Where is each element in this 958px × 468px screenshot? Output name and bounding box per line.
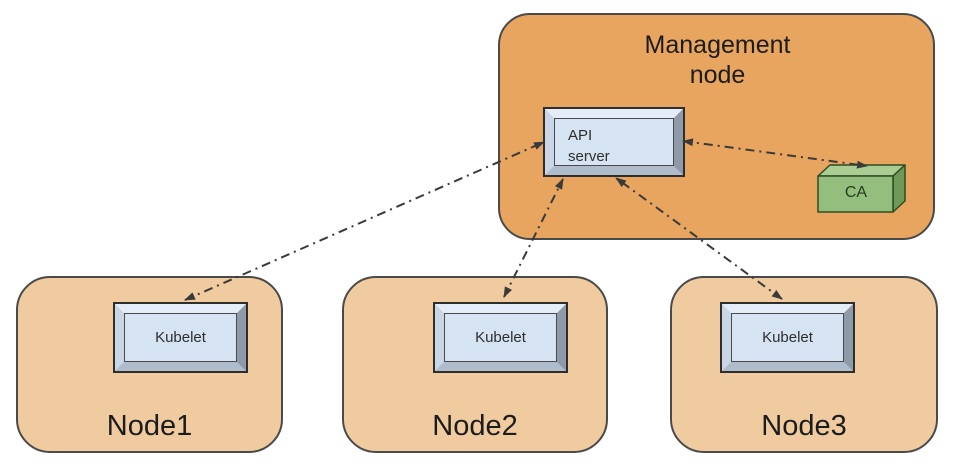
api-server-label: API server	[568, 127, 610, 165]
management-node-label: Management node	[644, 31, 791, 89]
api-server-bevel: API server	[545, 109, 683, 175]
kubelet-box-node2: Kubelet	[433, 302, 568, 373]
ca-label: CA	[844, 184, 868, 201]
node3-label: Node3	[761, 410, 847, 442]
node1-label: Node1	[106, 410, 193, 442]
kubelet-label-node1: Kubelet	[155, 329, 206, 346]
kubelet-box-node1: Kubelet	[113, 302, 248, 373]
kubelet-box-node3: Kubelet	[720, 302, 855, 373]
node2-label: Node2	[432, 410, 518, 442]
kubelet-label-node2: Kubelet	[475, 329, 526, 346]
api-server-box: API server	[543, 107, 685, 177]
api-server-face: API server	[554, 118, 674, 166]
kubelet-label-node3: Kubelet	[762, 329, 813, 346]
